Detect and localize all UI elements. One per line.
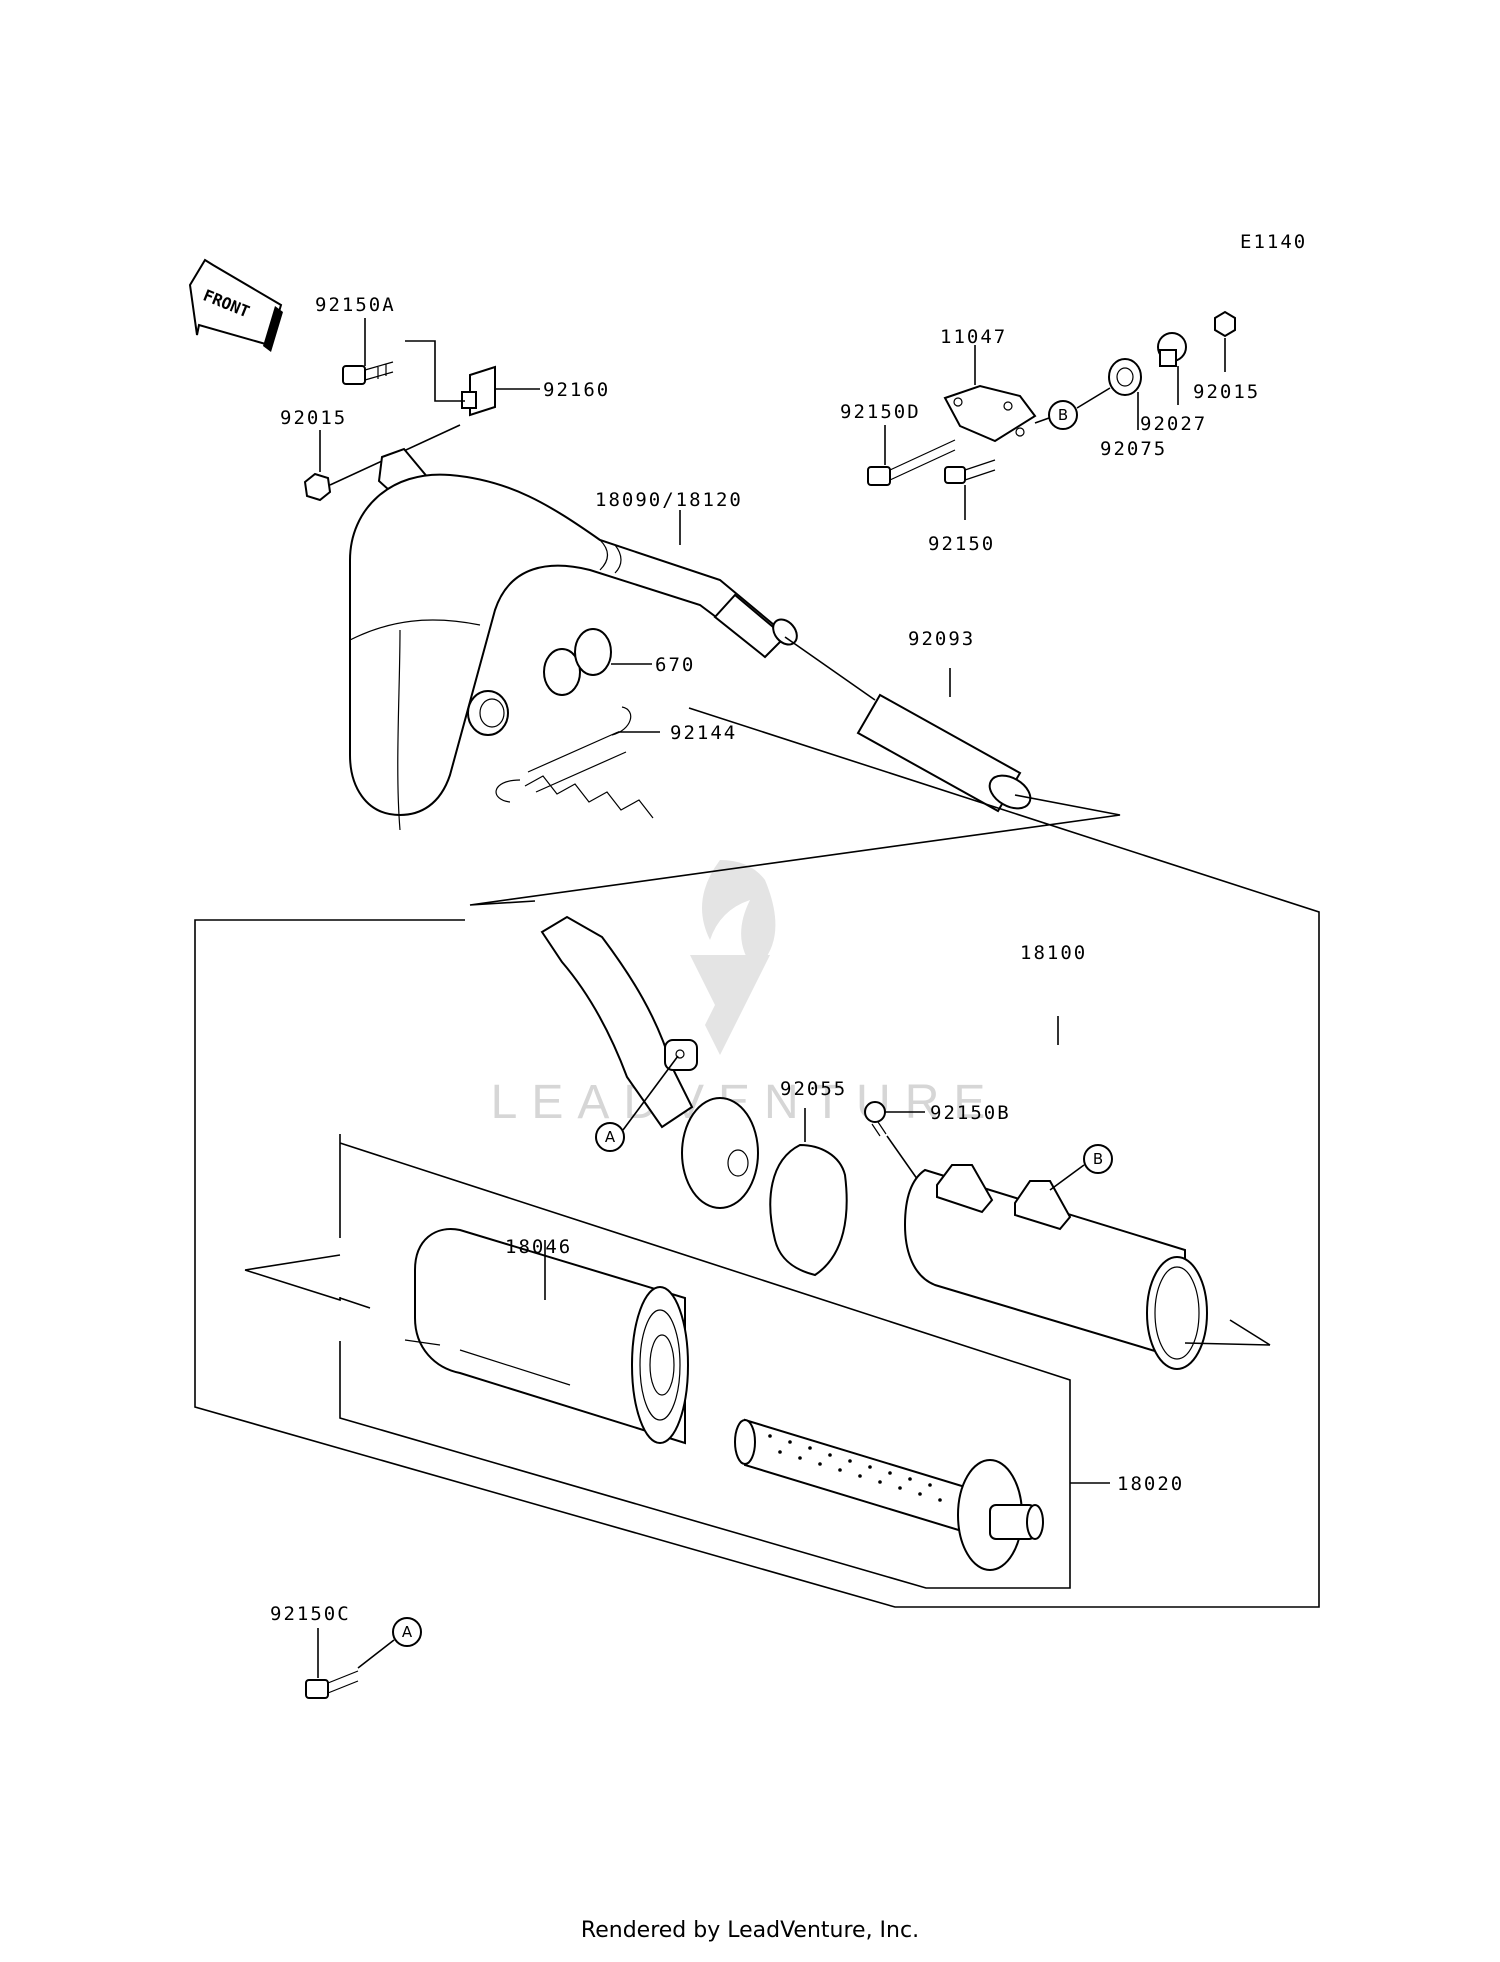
bracket-92160 bbox=[405, 340, 540, 417]
callout-b-lower: B bbox=[1049, 1144, 1113, 1191]
label-92093: 92093 bbox=[908, 628, 975, 650]
label-18100: 18100 bbox=[1020, 942, 1087, 964]
o-rings-670 bbox=[543, 628, 652, 696]
expansion-chamber bbox=[349, 447, 798, 831]
bolt-92150C bbox=[305, 1628, 359, 1699]
watermark: LEADVENTURE bbox=[491, 860, 985, 1129]
diagram-code: E1140 bbox=[1240, 231, 1307, 253]
front-arrow-icon: FRONT bbox=[188, 258, 283, 352]
connector-line bbox=[469, 794, 1121, 906]
label-92144: 92144 bbox=[670, 722, 737, 744]
svg-text:A: A bbox=[605, 1128, 616, 1146]
nut-92015-right bbox=[1214, 310, 1236, 372]
collar-92027 bbox=[1157, 332, 1187, 405]
label-92150A: 92150A bbox=[315, 294, 396, 316]
bolt-92150A bbox=[342, 318, 394, 385]
label-18020: 18020 bbox=[1117, 1473, 1184, 1495]
footer-credit: Rendered by LeadVenture, Inc. bbox=[580, 1918, 920, 1943]
bolt-92150 bbox=[944, 459, 996, 520]
frame-18100 bbox=[194, 707, 1320, 1608]
label-92015-right: 92015 bbox=[1193, 381, 1260, 403]
grommet-92075 bbox=[1108, 358, 1142, 430]
label-18090-18120: 18090/18120 bbox=[595, 489, 743, 511]
spark-arrestor-18020 bbox=[734, 1418, 1044, 1571]
frame-18020 bbox=[339, 1134, 1071, 1589]
silencer-body bbox=[903, 1164, 1271, 1370]
label-92150D: 92150D bbox=[840, 401, 921, 423]
label-92150: 92150 bbox=[928, 533, 995, 555]
spring-92144 bbox=[495, 706, 660, 819]
label-18046: 18046 bbox=[505, 1236, 572, 1258]
label-670: 670 bbox=[655, 654, 695, 676]
label-92055: 92055 bbox=[780, 1078, 847, 1100]
label-92075: 92075 bbox=[1100, 438, 1167, 460]
callout-a-pipe: A bbox=[595, 1055, 679, 1152]
label-92160: 92160 bbox=[543, 379, 610, 401]
plate-11047 bbox=[943, 345, 1037, 443]
svg-text:B: B bbox=[1058, 406, 1068, 424]
bolt-92150D bbox=[867, 425, 956, 486]
svg-text:A: A bbox=[402, 1623, 413, 1641]
svg-text:B: B bbox=[1093, 1150, 1103, 1168]
callout-a-bolt: A bbox=[357, 1617, 422, 1669]
label-92150B: 92150B bbox=[930, 1102, 1011, 1124]
gasket-92055 bbox=[769, 1108, 848, 1277]
perforations bbox=[768, 1434, 942, 1502]
callout-b-upper: B bbox=[1034, 387, 1111, 430]
label-11047: 11047 bbox=[940, 326, 1007, 348]
label-92015-left: 92015 bbox=[280, 407, 347, 429]
sleeve-92093 bbox=[784, 636, 1032, 813]
packing-18046 bbox=[404, 1228, 689, 1445]
label-92027: 92027 bbox=[1140, 413, 1207, 435]
bolt-92150B bbox=[864, 1101, 925, 1184]
label-92150C: 92150C bbox=[270, 1603, 351, 1625]
